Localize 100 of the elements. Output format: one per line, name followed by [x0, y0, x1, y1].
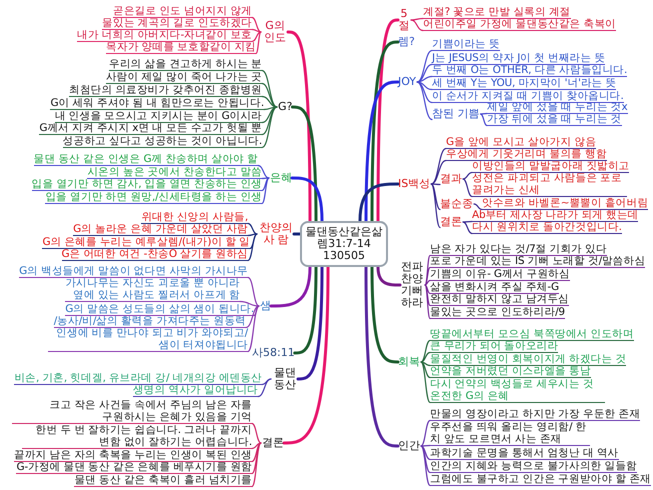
connector-line	[462, 221, 473, 234]
branch-line	[370, 40, 400, 222]
connector-line	[245, 305, 260, 328]
branch-text: 세 번째 Y는 YOU, 마지막이 '너'라는 뜻	[432, 77, 616, 90]
connector-line	[430, 160, 447, 185]
branch-label: G?	[278, 101, 292, 113]
branch-text: 물있는 계곡의 길로 인도하겠다	[102, 17, 252, 30]
connector-line	[416, 81, 433, 90]
branch-text: 물댄 동산 같은 인생은 G께 찬송하며 살아야 할	[34, 153, 258, 166]
connector-line	[416, 50, 433, 83]
branch-line	[290, 176, 324, 222]
branch-text: G은 어떠한 여건 -찬송O 살기를 원하심	[62, 248, 248, 261]
branch-text: 완전히 말하지 않고 남겨두심	[430, 293, 570, 306]
branch-text: G의 백성들에게 말씀이 없다면 사막의 가시나무	[19, 265, 248, 278]
branch-label: 렘?	[398, 36, 415, 48]
branch-label: 물댄 동산	[272, 367, 298, 391]
connector-line	[430, 183, 441, 228]
branch-label: G의 인도	[262, 20, 288, 44]
branch-line	[293, 266, 318, 354]
connector-line	[420, 352, 431, 363]
connector-line	[462, 172, 473, 180]
connector-line	[420, 361, 431, 366]
connector-line	[251, 442, 262, 462]
branch-label: 찬양의 사 람	[258, 222, 294, 246]
connector-line	[424, 266, 431, 286]
branch-text: 계절? 꽃으로 만발 실록의 계절	[423, 6, 571, 19]
connector-line	[261, 106, 278, 136]
connector-line	[416, 81, 433, 104]
branch-label: 결과	[440, 173, 462, 185]
connector-line	[261, 106, 278, 148]
branch-text: 한번 두 번 잘하기는 쉽습니다. 그러나 끝까지 변함 없이 잘하기는 어렵습니다.	[22, 424, 252, 449]
branch-text: /농사/비/삶의 활력을 가져다주는 원동력	[54, 315, 246, 328]
connector-line	[410, 18, 424, 21]
connector-line	[420, 445, 431, 486]
connector-line	[416, 81, 433, 120]
connector-line	[420, 420, 431, 447]
branch-text: 다시 원위치로 돌아간것입니다.	[472, 221, 622, 234]
branch-label: 사58:11	[252, 347, 295, 359]
connector-line	[251, 28, 262, 33]
connector-line	[239, 300, 260, 307]
connector-line	[247, 233, 258, 262]
connector-line	[420, 445, 431, 460]
branch-text: 비손, 기혼, 힛데겔, 유브라데 강/ 네개의강 에덴동산	[14, 372, 262, 385]
connector-line	[430, 183, 441, 210]
connector-line	[420, 361, 431, 404]
branch-text: 기쁨의 이유- G께서 구원하심	[430, 268, 570, 281]
branch-label: 전파 찬양 기뻐 하라	[400, 261, 424, 309]
branch-line	[376, 266, 402, 286]
branch-text: 입을 열기만 하면 감사, 입을 열면 찬송하는 인생	[32, 178, 262, 191]
connector-line	[251, 442, 262, 488]
connector-line	[480, 112, 488, 115]
branch-text: G의 말씀은 성도들의 삶의 샘이 됩니다.	[65, 303, 254, 316]
branch-text: 생명의 역사가 일어납니다	[132, 384, 258, 397]
connector-line	[261, 70, 278, 108]
branch-text: 큰 무리가 되어 돌아오리라	[430, 340, 558, 353]
connector-line	[251, 422, 262, 444]
branch-text: 가장 뒤에 섰을 때 누리는 것	[487, 113, 622, 126]
connector-line	[251, 31, 262, 42]
connector-line	[420, 445, 431, 474]
branch-text: 그럼에도 불구하고 인간은 구원받아야 할 존재	[430, 473, 651, 486]
connector-line	[424, 280, 431, 286]
connector-line	[261, 177, 270, 204]
branch-line	[286, 30, 312, 222]
branch-text: 우상에게 기웃거리며 불의를 행함	[446, 148, 607, 161]
branch-text: 이 순서가 지켜질 때 기쁨이 찾아옵니다.	[432, 90, 624, 103]
connector-line	[462, 220, 473, 223]
branch-line	[270, 266, 312, 308]
branch-text: 크고 작은 사건들 속에서 주님의 남은 자를 구원하시는 은혜가 있음을 기억	[12, 399, 252, 424]
branch-label: 불순종	[440, 198, 473, 210]
connector-line	[263, 106, 278, 110]
branch-text: 시온의 높은 곳에서 찬송한다고 말씀	[87, 166, 262, 179]
connector-line	[247, 233, 258, 236]
branch-text: 언약을 저버렸던 이스라엘을 통남	[430, 365, 591, 378]
connector-line	[480, 113, 488, 126]
branch-text: 가시나무는 자신도 괴로울 뿐 아니라 옆에 있는 사람도 찔러서 아프게 함	[65, 277, 240, 302]
connector-line	[247, 305, 260, 352]
connector-line	[462, 178, 473, 198]
connector-line	[261, 106, 278, 124]
branch-label: 샘	[260, 300, 271, 312]
branch-label: 회복	[398, 356, 420, 368]
branch-text: 물있는 곳으로 인도하리라/9	[430, 306, 565, 319]
branch-line	[290, 106, 318, 222]
branch-label: 결론	[440, 216, 462, 228]
branch-text: 내 인생을 모으시고 지키시는 분이 G이시라	[54, 110, 262, 123]
branch-text: 인간의 지혜와 능력으로 불가사의한 일들함	[430, 460, 637, 473]
connector-line	[420, 361, 431, 378]
branch-label: 5 절	[398, 8, 410, 32]
branch-text: G이 세워 주셔야 됨 내 힘만으로는 안됩니다.	[50, 97, 264, 110]
branch-text: 물댄 동산 같은 축복이 흘러 넘치기를	[74, 474, 252, 487]
branch-text: Ab부터 제사장 나라가 되게 했는데	[472, 209, 638, 222]
branch-label: 인간	[398, 440, 420, 452]
connector-line	[261, 96, 278, 108]
branch-text: 다시 언약의 백성들로 세우시는 것 온전한 G의 은혜	[430, 378, 605, 403]
branch-text: 곧은길로 인도 넘어지지 않게	[112, 5, 252, 18]
connector-line	[251, 442, 262, 474]
branch-text: 목자가 양떼를 보호할같이 지킴	[106, 41, 256, 54]
branch-text: 최첨단의 의료장비가 갖추어진 종합병원	[68, 84, 262, 97]
branch-text: G-가정에 물댄 동산 같은 은혜를 베푸시기를 원함	[16, 461, 252, 474]
branch-text: J는 JESUS의 약자 J이 첫 번째라는 뜻	[432, 52, 606, 65]
branch-text: 기쁨이라는 뜻	[432, 38, 500, 51]
